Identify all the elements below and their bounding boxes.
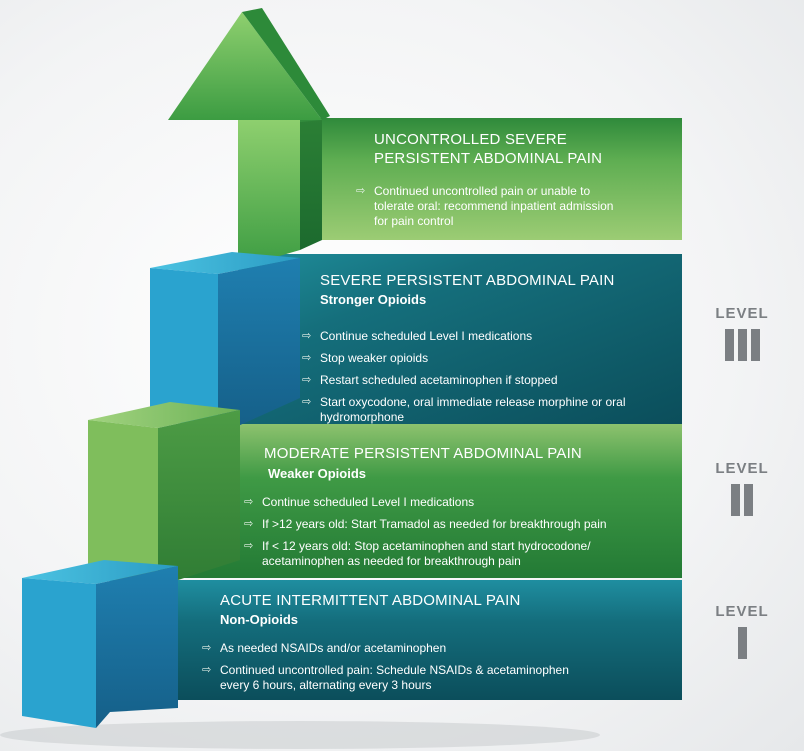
band-severe-bg — [238, 254, 682, 424]
step-acute: ACUTE INTERMITTENT ABDOMINAL PAIN Non-Op… — [110, 580, 682, 700]
roman-numeral-iii — [708, 329, 776, 361]
arrow-head — [168, 12, 322, 120]
step-uncontrolled: UNCONTROLLED SEVERE PERSISTENT ABDOMINAL… — [300, 118, 682, 240]
level-word: LEVEL — [715, 305, 769, 322]
arrow-right-icon: ⇨ — [302, 374, 312, 386]
level-two-marker: LEVEL — [708, 460, 776, 516]
severe-bullets: ⇨Continue scheduled Level I medications … — [302, 329, 632, 432]
level-word: LEVEL — [715, 460, 769, 477]
bullet-text: Continue scheduled Level I medications — [262, 495, 475, 509]
acute-bullets: ⇨ As needed NSAIDs and/or acetaminophen ⇨… — [202, 641, 592, 700]
bullet-text: If >12 years old: Start Tramadol as need… — [262, 517, 607, 531]
moderate-bullets: ⇨Continue scheduled Level I medications … — [244, 495, 639, 576]
band-acute-bg — [110, 580, 682, 700]
numeral-bar — [737, 627, 747, 659]
band-uncontrolled-bg — [300, 118, 682, 240]
severe-subtitle: Stronger Opioids — [320, 292, 427, 307]
bullet-text: If < 12 years old: Stop acetaminophen an… — [262, 539, 591, 568]
bullet-text: Continue scheduled Level I medications — [320, 329, 533, 343]
moderate-title: MODERATE PERSISTENT ABDOMINAL PAIN — [264, 445, 582, 462]
step-blue-side-base — [96, 566, 178, 728]
step-blue-top-base — [22, 560, 178, 584]
bullet-text: Restart scheduled acetaminophen if stopp… — [320, 373, 558, 387]
list-item: ⇨ If < 12 years old: Stop acetaminophen a… — [244, 539, 639, 569]
arrow-head-top — [242, 8, 330, 120]
numeral-bar — [737, 329, 747, 361]
bullet-text: Start oxycodone, oral immediate release … — [320, 395, 626, 424]
step-green-side — [158, 410, 240, 586]
numeral-bar — [724, 329, 734, 361]
level-one-marker: LEVEL — [708, 603, 776, 659]
roman-numeral-ii — [708, 484, 776, 516]
list-item: ⇨ Continued uncontrolled pain: Schedule N… — [202, 663, 592, 693]
moderate-subtitle: Weaker Opioids — [268, 466, 367, 481]
numeral-bar — [750, 329, 760, 361]
acute-subtitle: Non-Opioids — [220, 612, 298, 627]
step-blue-top-upper — [150, 252, 300, 274]
arrow-right-icon: ⇨ — [302, 352, 312, 364]
arrow-right-icon: ⇨ — [202, 642, 212, 654]
list-item: ⇨ If >12 years old: Start Tramadol as nee… — [244, 517, 639, 532]
bullet-text: Continued uncontrolled pain: Schedule NS… — [220, 663, 569, 692]
arrow-right-icon: ⇨ — [244, 496, 254, 508]
list-item: ⇨ Start oxycodone, oral immediate release… — [302, 395, 632, 425]
arrow-right-icon: ⇨ — [356, 185, 366, 197]
arrow-front — [228, 118, 300, 268]
level-three-marker: LEVEL — [708, 305, 776, 361]
arrow-right-icon: ⇨ — [202, 664, 212, 676]
numeral-bar — [731, 484, 740, 516]
acute-title: ACUTE INTERMITTENT ABDOMINAL PAIN — [220, 592, 521, 609]
uncontrolled-bullets: ⇨ Continued uncontrolled pain or unable t… — [356, 184, 616, 236]
list-item: ⇨ Continued uncontrolled pain or unable t… — [356, 184, 616, 229]
band-moderate-bg — [178, 424, 682, 578]
arrow-right-icon: ⇨ — [302, 330, 312, 342]
bullet-text: Continued uncontrolled pain or unable to… — [374, 184, 614, 228]
bullet-text: As needed NSAIDs and/or acetaminophen — [220, 641, 447, 655]
step-severe: SEVERE PERSISTENT ABDOMINAL PAIN Stronge… — [238, 254, 682, 424]
list-item: ⇨ As needed NSAIDs and/or acetaminophen — [202, 641, 592, 656]
severe-title: SEVERE PERSISTENT ABDOMINAL PAIN — [320, 272, 615, 289]
arrow-right-icon: ⇨ — [302, 396, 312, 408]
list-item: ⇨ Stop weaker opioids — [302, 351, 632, 366]
arrow-right-icon: ⇨ — [244, 540, 254, 552]
step-blue-front-upper — [150, 268, 218, 430]
list-item: ⇨ Continue scheduled Level I medications — [302, 329, 632, 344]
step-green-top — [88, 402, 240, 428]
list-item: ⇨ Restart scheduled acetaminophen if stop… — [302, 373, 632, 388]
uncontrolled-title-line2: PERSISTENT ABDOMINAL PAIN — [374, 150, 603, 167]
numeral-bar — [744, 484, 753, 516]
arrow-right-icon: ⇨ — [244, 518, 254, 530]
arrow-side — [300, 120, 322, 250]
step-moderate: MODERATE PERSISTENT ABDOMINAL PAIN Weake… — [178, 424, 682, 578]
step-blue-front-base — [22, 578, 96, 728]
uncontrolled-title-line1: UNCONTROLLED SEVERE — [374, 131, 568, 148]
roman-numeral-i — [708, 627, 776, 659]
step-green-front — [88, 420, 158, 586]
bullet-text: Stop weaker opioids — [320, 351, 429, 365]
step-blue-side-upper — [218, 258, 300, 430]
level-word: LEVEL — [715, 603, 769, 620]
list-item: ⇨ Continue scheduled Level I medications — [244, 495, 639, 510]
